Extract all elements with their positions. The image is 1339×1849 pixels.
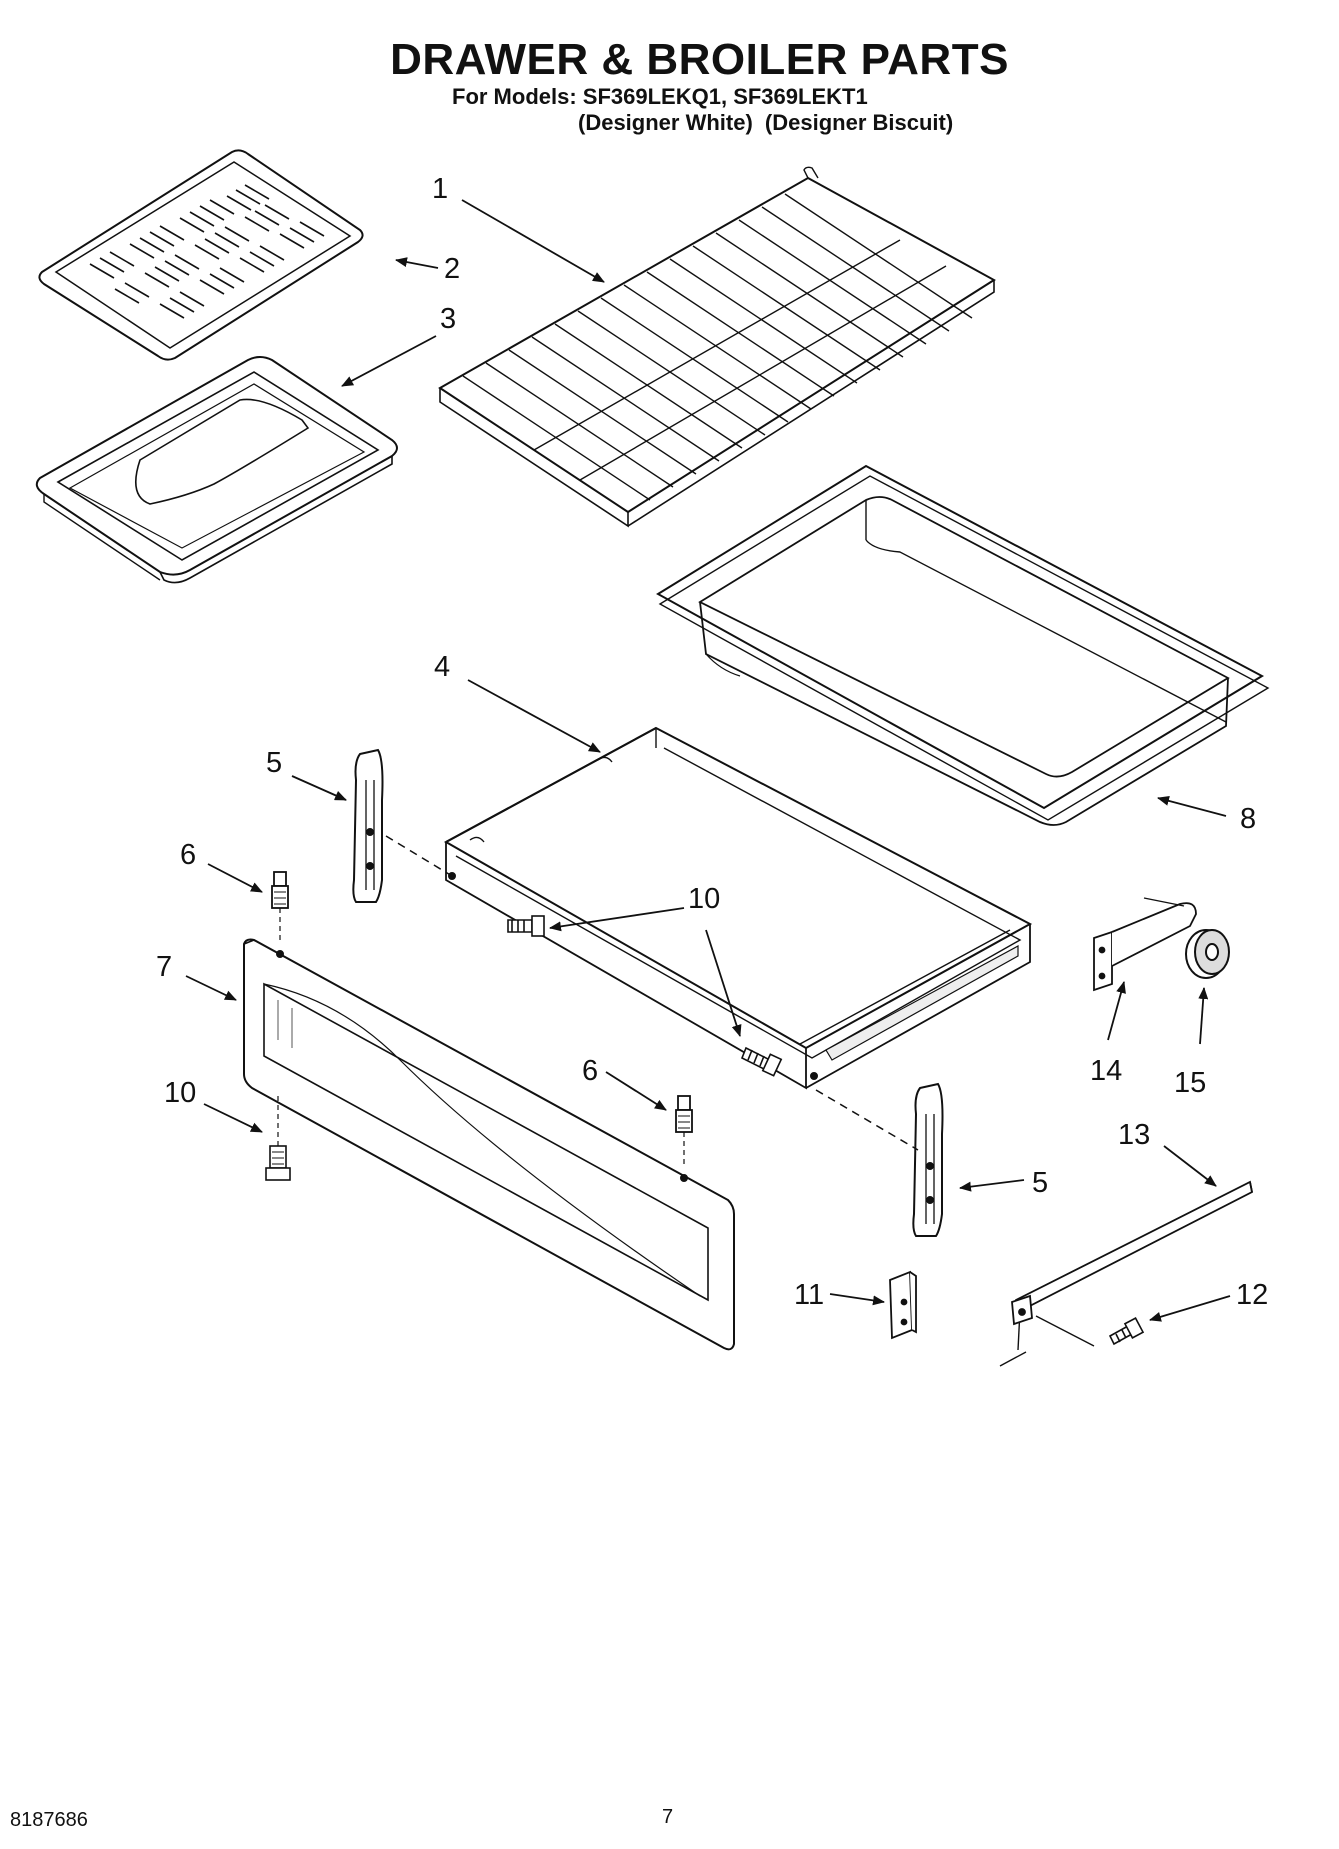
leader-8	[1157, 795, 1227, 817]
callout-13: 13	[1118, 1119, 1150, 1151]
stud-upper-left	[271, 871, 289, 940]
drawer-glide-left	[352, 748, 384, 903]
leader-15	[1198, 987, 1209, 1045]
models-line: For Models: SF369LEKQ1, SF369LEKT1	[452, 84, 868, 110]
callout-5a: 5	[266, 747, 282, 779]
leader-lines	[185, 199, 1231, 1322]
bracket-part	[1093, 897, 1197, 992]
callout-10c: 10	[164, 1077, 196, 1109]
leader-2	[395, 257, 439, 269]
leader-13	[1163, 1145, 1217, 1187]
drawer-liner-part	[656, 464, 1270, 826]
page-title: DRAWER & BROILER PARTS	[390, 35, 1009, 84]
leader-5a	[291, 775, 347, 801]
callout-8: 8	[1240, 803, 1256, 835]
leader-14	[1107, 981, 1126, 1041]
callout-3: 3	[440, 303, 456, 335]
screw-rail	[1108, 1317, 1145, 1346]
drawer-rail-part	[999, 1180, 1254, 1367]
variant-designer-biscuit: (Designer Biscuit)	[764, 110, 954, 135]
drawer-glide-right	[912, 1082, 944, 1237]
leader-10b	[705, 929, 742, 1037]
leader-3	[341, 335, 437, 387]
page-number: 7	[662, 1806, 674, 1828]
leader-1	[461, 199, 605, 283]
leader-5b	[959, 1179, 1025, 1192]
leader-6a	[207, 863, 263, 893]
callout-4: 4	[434, 651, 450, 683]
glide-alignment-line-left	[385, 835, 453, 877]
callout-6a: 6	[180, 839, 196, 871]
roller-wheel-part	[1185, 929, 1230, 979]
screw-drawer-right	[740, 1046, 783, 1077]
glide-alignment-line-right	[815, 1089, 919, 1151]
broiler-rack-part	[438, 166, 996, 528]
callout-6b: 6	[582, 1055, 598, 1087]
callout-15: 15	[1174, 1067, 1206, 1099]
callout-11: 11	[794, 1279, 824, 1311]
callout-12: 12	[1236, 1279, 1268, 1311]
leader-12	[1149, 1295, 1231, 1322]
stud-lower-right	[675, 1095, 693, 1168]
callout-5b: 5	[1032, 1167, 1048, 1199]
drawer-body-part	[443, 726, 1033, 1090]
part-number: 8187686	[10, 1809, 88, 1831]
models-list: SF369LEKQ1, SF369LEKT1	[582, 84, 868, 109]
leader-6b	[605, 1071, 667, 1111]
variants-line: (Designer White) (Designer Biscuit)	[578, 110, 953, 136]
drawer-front-panel	[243, 938, 735, 1351]
leader-11	[829, 1293, 885, 1306]
leader-4	[467, 679, 601, 753]
models-label: For Models:	[452, 84, 577, 109]
callout-7: 7	[156, 951, 172, 983]
callout-10a: 10	[688, 883, 720, 915]
callout-1: 1	[432, 173, 448, 205]
broiler-grid-part	[38, 149, 364, 361]
clip-part	[889, 1270, 917, 1340]
callout-2: 2	[444, 253, 460, 285]
leader-10a	[549, 907, 685, 932]
leader-10c	[203, 1103, 263, 1133]
broiler-pan-part	[35, 356, 398, 584]
variant-designer-white: (Designer White)	[578, 110, 753, 135]
leader-7	[185, 975, 237, 1001]
callout-14: 14	[1090, 1055, 1122, 1087]
screw-drawer-left	[507, 915, 545, 937]
screw-front-panel	[265, 1096, 291, 1181]
